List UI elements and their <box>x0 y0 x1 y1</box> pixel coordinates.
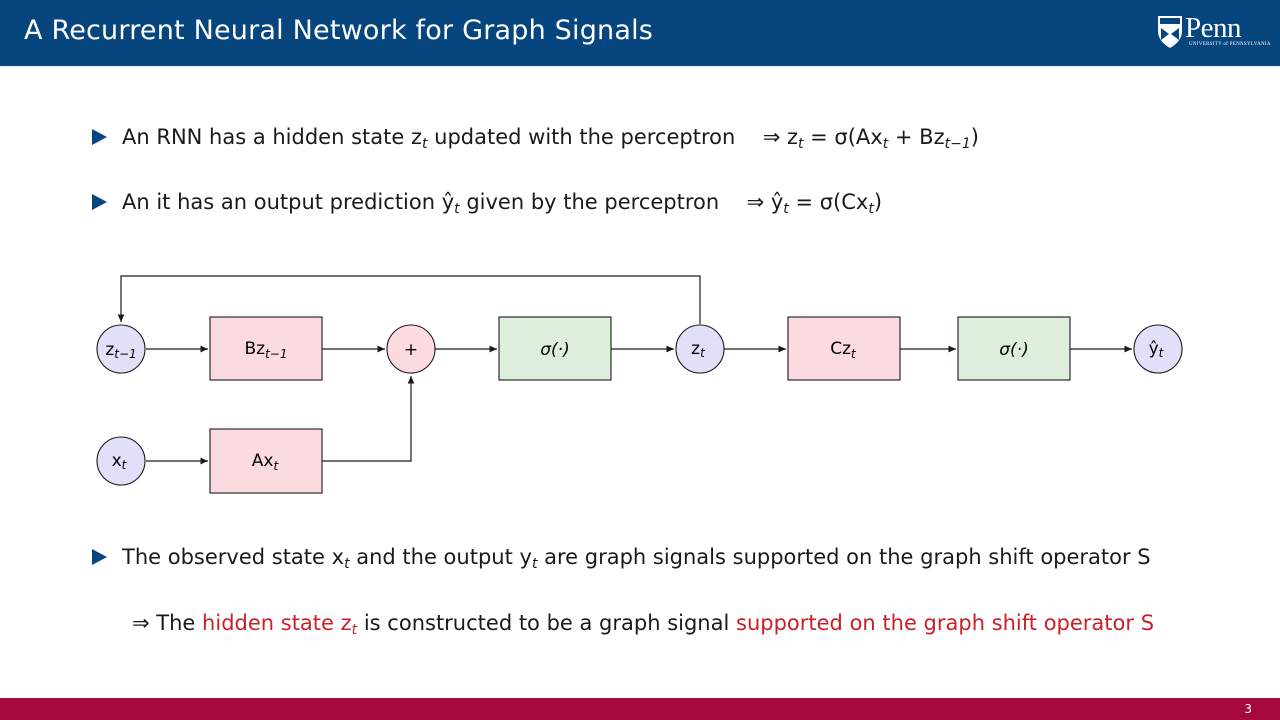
bullet-1-sub: t <box>421 136 428 152</box>
svg-text:Bzt−1: Bzt−1 <box>245 339 288 361</box>
logo-subtitle: UNIVERSITY of PENNSYLVANIA <box>1189 42 1271 47</box>
bullet-2: An it has an output prediction ŷt given … <box>122 188 882 223</box>
slide-footer: 3 <box>0 698 1280 720</box>
bullet-1-equation: ⇒ zt = σ(Axt + Bzt−1) <box>762 125 979 152</box>
node-cz <box>787 316 901 381</box>
conclusion-arrow: ⇒ <box>132 611 150 635</box>
node-z-t-label: z <box>691 339 700 359</box>
bullet-3-text: The observed state x <box>122 545 345 569</box>
node-y-hat-sub: t <box>1159 346 1165 360</box>
bullet-1-marker <box>92 129 107 145</box>
svg-text:Axt: Axt <box>252 451 280 473</box>
bullet-3-sub: t <box>344 556 350 572</box>
slide-header: A Recurrent Neural Network for Graph Sig… <box>0 0 1280 66</box>
header-rule <box>0 66 1280 68</box>
bullet-2-rest: given by the perceptron <box>459 190 720 214</box>
bullet-3-rest: and the output y <box>349 545 532 569</box>
bullet-2-marker <box>92 194 107 210</box>
conclusion-line: ⇒ The hidden state zt is constructed to … <box>132 609 1154 644</box>
node-y-hat <box>1133 324 1183 374</box>
node-x-t-sub: t <box>122 458 128 472</box>
feedback-loop-line <box>117 275 701 324</box>
node-cz-label: Cz <box>830 339 851 359</box>
svg-text:Czt: Czt <box>830 339 857 361</box>
bullet-1: An RNN has a hidden state zt updated wit… <box>122 123 979 158</box>
node-bz <box>209 316 323 381</box>
node-sigma2-label: σ(·) <box>999 340 1028 360</box>
conclusion-middle: is constructed to be a graph signal <box>363 611 730 635</box>
node-cz-sub: t <box>851 347 857 361</box>
page-number: 3 <box>1244 702 1252 716</box>
svg-text:zt: zt <box>691 339 706 360</box>
node-z-prev-label: z <box>105 340 114 360</box>
node-bz-label: Bz <box>245 339 266 359</box>
node-sigma1-label: σ(·) <box>540 340 569 360</box>
bullet-3-rest2: are graph signals supported on the graph… <box>537 545 1151 569</box>
conclusion-the: The <box>156 611 196 635</box>
slide-title: A Recurrent Neural Network for Graph Sig… <box>24 15 654 46</box>
node-ax <box>209 428 323 494</box>
node-z-t-sub: t <box>700 346 706 360</box>
node-bz-sub: t−1 <box>265 347 287 361</box>
node-ax-sub: t <box>273 459 279 473</box>
bullet-3-marker <box>92 549 107 565</box>
bullet-3: The observed state xt and the output yt … <box>122 543 1151 578</box>
node-ax-label: Ax <box>252 451 274 471</box>
svg-text:xt: xt <box>112 451 128 472</box>
node-y-hat-label: ŷ <box>1149 339 1159 359</box>
bullet-2-equation: ⇒ ŷt = σ(Cxt) <box>746 190 883 217</box>
node-x-t <box>96 436 146 486</box>
node-sigma2 <box>957 316 1071 381</box>
svg-text:zt−1: zt−1 <box>105 340 136 361</box>
bullet-1-rest: updated with the perceptron <box>427 125 736 149</box>
node-plus-label: + <box>404 340 418 360</box>
bullet-1-text: An RNN has a hidden state z <box>122 125 422 149</box>
conclusion-red-1: hidden state zt <box>202 611 358 638</box>
penn-shield-icon <box>1158 16 1182 48</box>
node-z-prev-sub: t−1 <box>114 347 136 361</box>
node-sigma1 <box>498 316 612 381</box>
bullet-2-sub: t <box>454 201 460 217</box>
node-z-prev <box>96 324 146 374</box>
bullet-3-sub2: t <box>531 556 538 572</box>
edge-ax-plus <box>322 376 415 462</box>
svg-text:ŷt: ŷt <box>1149 339 1165 360</box>
conclusion-red-2: supported on the graph shift operator S <box>736 611 1155 635</box>
bullet-2-text: An it has an output prediction ŷ <box>122 190 455 214</box>
node-z-t <box>675 324 725 374</box>
logo-wordmark: Penn <box>1185 12 1242 44</box>
node-x-t-label: x <box>112 451 122 471</box>
node-plus <box>386 324 436 374</box>
penn-logo: Penn UNIVERSITY of PENNSYLVANIA <box>1157 12 1271 53</box>
